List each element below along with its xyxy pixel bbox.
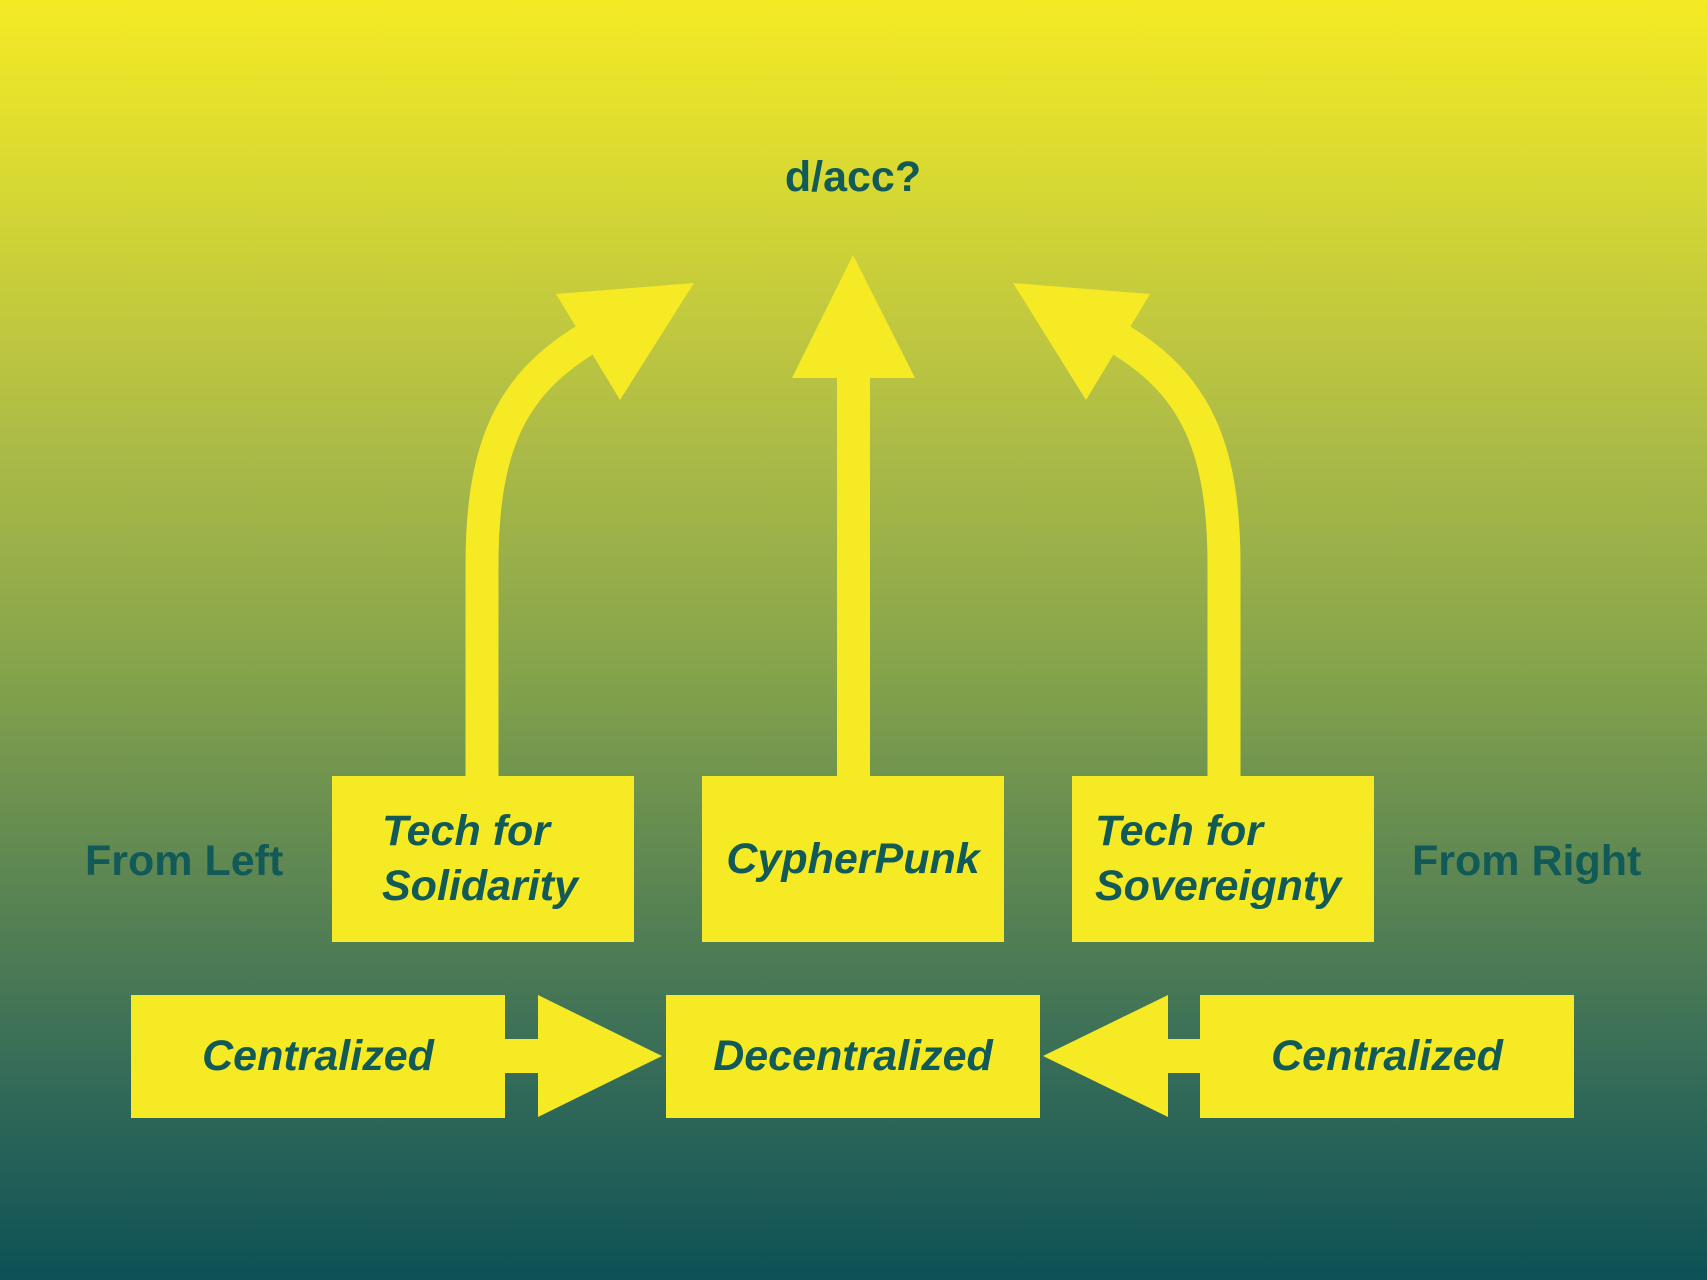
centralized-right-box: Centralized xyxy=(1200,995,1574,1118)
tech-for-sovereignty-line-1: Tech for xyxy=(1095,807,1264,855)
arrow-left-head xyxy=(556,283,694,400)
arrow-right-head xyxy=(1013,283,1150,400)
arrow-right-curved xyxy=(1112,325,1241,778)
centralized-right-text: Centralized xyxy=(1271,1032,1503,1080)
goal-label: d/acc? xyxy=(784,153,922,201)
tech-for-solidarity-line-2: Solidarity xyxy=(382,862,578,910)
arrow-bottom-right-head xyxy=(1043,995,1168,1117)
from-left-label: From Left xyxy=(85,837,284,885)
centralized-left-text: Centralized xyxy=(202,1032,434,1080)
decentralized-box: Decentralized xyxy=(666,995,1040,1118)
cypherpunk-box: CypherPunk xyxy=(702,776,1004,942)
tech-for-sovereignty-text: Tech for Sovereignty xyxy=(1095,804,1341,914)
arrow-left-curved xyxy=(465,325,594,778)
tech-for-solidarity-box: Tech for Solidarity xyxy=(332,776,634,942)
from-right-label: From Right xyxy=(1412,837,1642,885)
cypherpunk-text: CypherPunk xyxy=(726,834,980,883)
decentralized-text: Decentralized xyxy=(713,1032,993,1080)
arrow-center-shaft xyxy=(837,370,870,778)
arrow-bottom-left-shaft xyxy=(500,1039,542,1073)
arrow-bottom-left-head xyxy=(538,995,662,1117)
tech-for-sovereignty-box: Tech for Sovereignty xyxy=(1072,776,1374,942)
tech-for-sovereignty-line-2: Sovereignty xyxy=(1095,862,1342,910)
arrow-center-head xyxy=(792,255,915,378)
tech-for-solidarity-line-1: Tech for xyxy=(382,807,551,855)
tech-for-solidarity-text: Tech for Solidarity xyxy=(382,804,578,914)
centralized-left-box: Centralized xyxy=(131,995,505,1118)
